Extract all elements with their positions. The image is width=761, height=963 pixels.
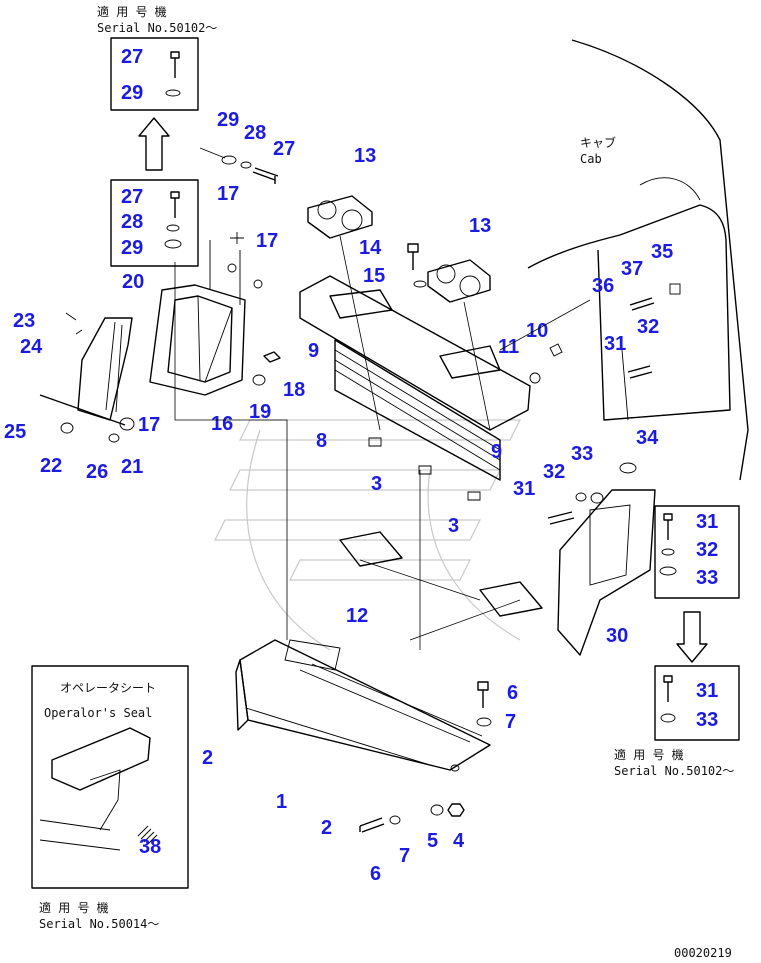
serial-box-mid-left: 27 28 29 — [110, 179, 199, 267]
callout-17: 17 — [217, 183, 239, 205]
arrow-down — [676, 611, 708, 663]
clips-3: 3 3 — [368, 437, 481, 537]
callout-30: 30 — [606, 625, 628, 647]
duct-panel: 9 8 9 10 11 — [299, 275, 563, 481]
applicability-label: 適 用 号 機 — [97, 4, 167, 19]
callout-32: 32 — [637, 316, 659, 338]
callout-9: 9 — [308, 340, 319, 362]
callout-28: 28 — [244, 122, 266, 144]
cab-label-jp: キャブ — [580, 135, 616, 150]
callout-9: 9 — [491, 441, 502, 463]
callout-27: 27 — [121, 186, 143, 208]
serial-number-label: Serial No.50102～ — [614, 764, 734, 778]
callout-27: 27 — [273, 138, 295, 160]
callout-31: 31 — [604, 333, 626, 355]
callout-36: 36 — [592, 275, 614, 297]
callout-33: 33 — [696, 567, 718, 589]
callout-25: 25 — [4, 421, 26, 443]
callout-28: 28 — [121, 211, 143, 233]
callout-23: 23 — [13, 310, 35, 332]
callout-18: 18 — [283, 379, 305, 401]
callout-27: 27 — [121, 46, 143, 68]
fan-13-left: 13 — [307, 145, 376, 239]
hardware-top: 29 28 27 — [199, 109, 295, 184]
applicability-label: 適 用 号 機 — [614, 747, 684, 762]
callout-19: 19 — [249, 401, 271, 423]
operator-seat-label-jp: オペレータシート — [60, 681, 156, 695]
callout-1: 1 — [276, 791, 287, 813]
callout-13: 13 — [469, 215, 491, 237]
callout-6: 6 — [507, 682, 518, 704]
callout-2: 2 — [321, 817, 332, 839]
callout-17: 17 — [138, 414, 160, 436]
callout-8: 8 — [316, 430, 327, 452]
callout-31: 31 — [696, 680, 718, 702]
callout-37: 37 — [621, 258, 643, 280]
callout-4: 4 — [453, 830, 465, 852]
side-cover-30: 33 34 32 31 30 — [513, 427, 659, 656]
frames-12: 12 — [339, 531, 543, 627]
callout-22: 22 — [40, 455, 62, 477]
operator-seat-label-en: Operalor's Seal — [44, 706, 152, 720]
serial-box-mid-right: 31 32 33 — [654, 505, 740, 599]
callout-32: 32 — [543, 461, 565, 483]
callout-7: 7 — [399, 845, 410, 867]
callout-24: 24 — [20, 336, 43, 358]
callout-3: 3 — [448, 515, 459, 537]
callout-10: 10 — [526, 320, 548, 342]
callout-35: 35 — [651, 241, 673, 263]
floor-plate-1: 6 7 2 1 2 — [202, 639, 518, 839]
callout-38: 38 — [139, 836, 161, 858]
inset-operator-seat: オペレータシート Operalor's Seal 38 — [31, 665, 189, 889]
cover-20: 20 23 24 25 22 26 21 17 — [4, 271, 160, 483]
applicability-label: 適 用 号 機 — [39, 900, 109, 915]
fan-13-right: 13 — [427, 215, 491, 303]
callout-20: 20 — [122, 271, 144, 293]
callout-34: 34 — [636, 427, 659, 449]
callout-29: 29 — [217, 109, 239, 131]
leader-lines — [174, 235, 591, 650]
callout-12: 12 — [346, 605, 368, 627]
callout-14: 14 — [359, 237, 382, 259]
serial-box-bottom-right: 31 33 適 用 号 機 Serial No.50102～ — [614, 665, 740, 778]
callout-29: 29 — [121, 237, 143, 259]
callout-13: 13 — [354, 145, 376, 167]
watermark-logo — [214, 419, 521, 651]
callout-2: 2 — [202, 747, 213, 769]
callout-15: 15 — [363, 265, 385, 287]
bolts-14-15: 14 15 — [359, 237, 427, 288]
serial-number-label: Serial No.50102～ — [97, 21, 217, 35]
callout-17: 17 — [256, 230, 278, 252]
callout-29: 29 — [121, 82, 143, 104]
hardware-bottom: 5 4 7 6 — [359, 803, 465, 885]
callout-33: 33 — [571, 443, 593, 465]
callout-16: 16 — [211, 413, 233, 435]
callout-31: 31 — [513, 478, 535, 500]
callout-21: 21 — [121, 456, 143, 478]
serial-box-top-left: 適 用 号 機 Serial No.50102～ 27 29 — [97, 4, 217, 111]
callout-5: 5 — [427, 830, 438, 852]
callout-26: 26 — [86, 461, 108, 483]
cab-label-en: Cab — [580, 152, 602, 166]
callout-32: 32 — [696, 539, 718, 561]
callout-3: 3 — [371, 473, 382, 495]
parts-18-19: 18 19 — [249, 351, 305, 423]
bracket-16: 17 17 16 — [149, 183, 278, 435]
serial-number-label: Serial No.50014～ — [39, 917, 159, 931]
arrow-up — [138, 117, 170, 171]
callout-7: 7 — [505, 711, 516, 733]
callout-31: 31 — [696, 511, 718, 533]
callout-33: 33 — [696, 709, 718, 731]
callout-11: 11 — [498, 336, 519, 358]
drawing-number: 00020219 — [674, 946, 732, 960]
callout-6: 6 — [370, 863, 381, 885]
cab-outline: キャブ Cab 36 37 35 32 31 — [527, 39, 749, 481]
